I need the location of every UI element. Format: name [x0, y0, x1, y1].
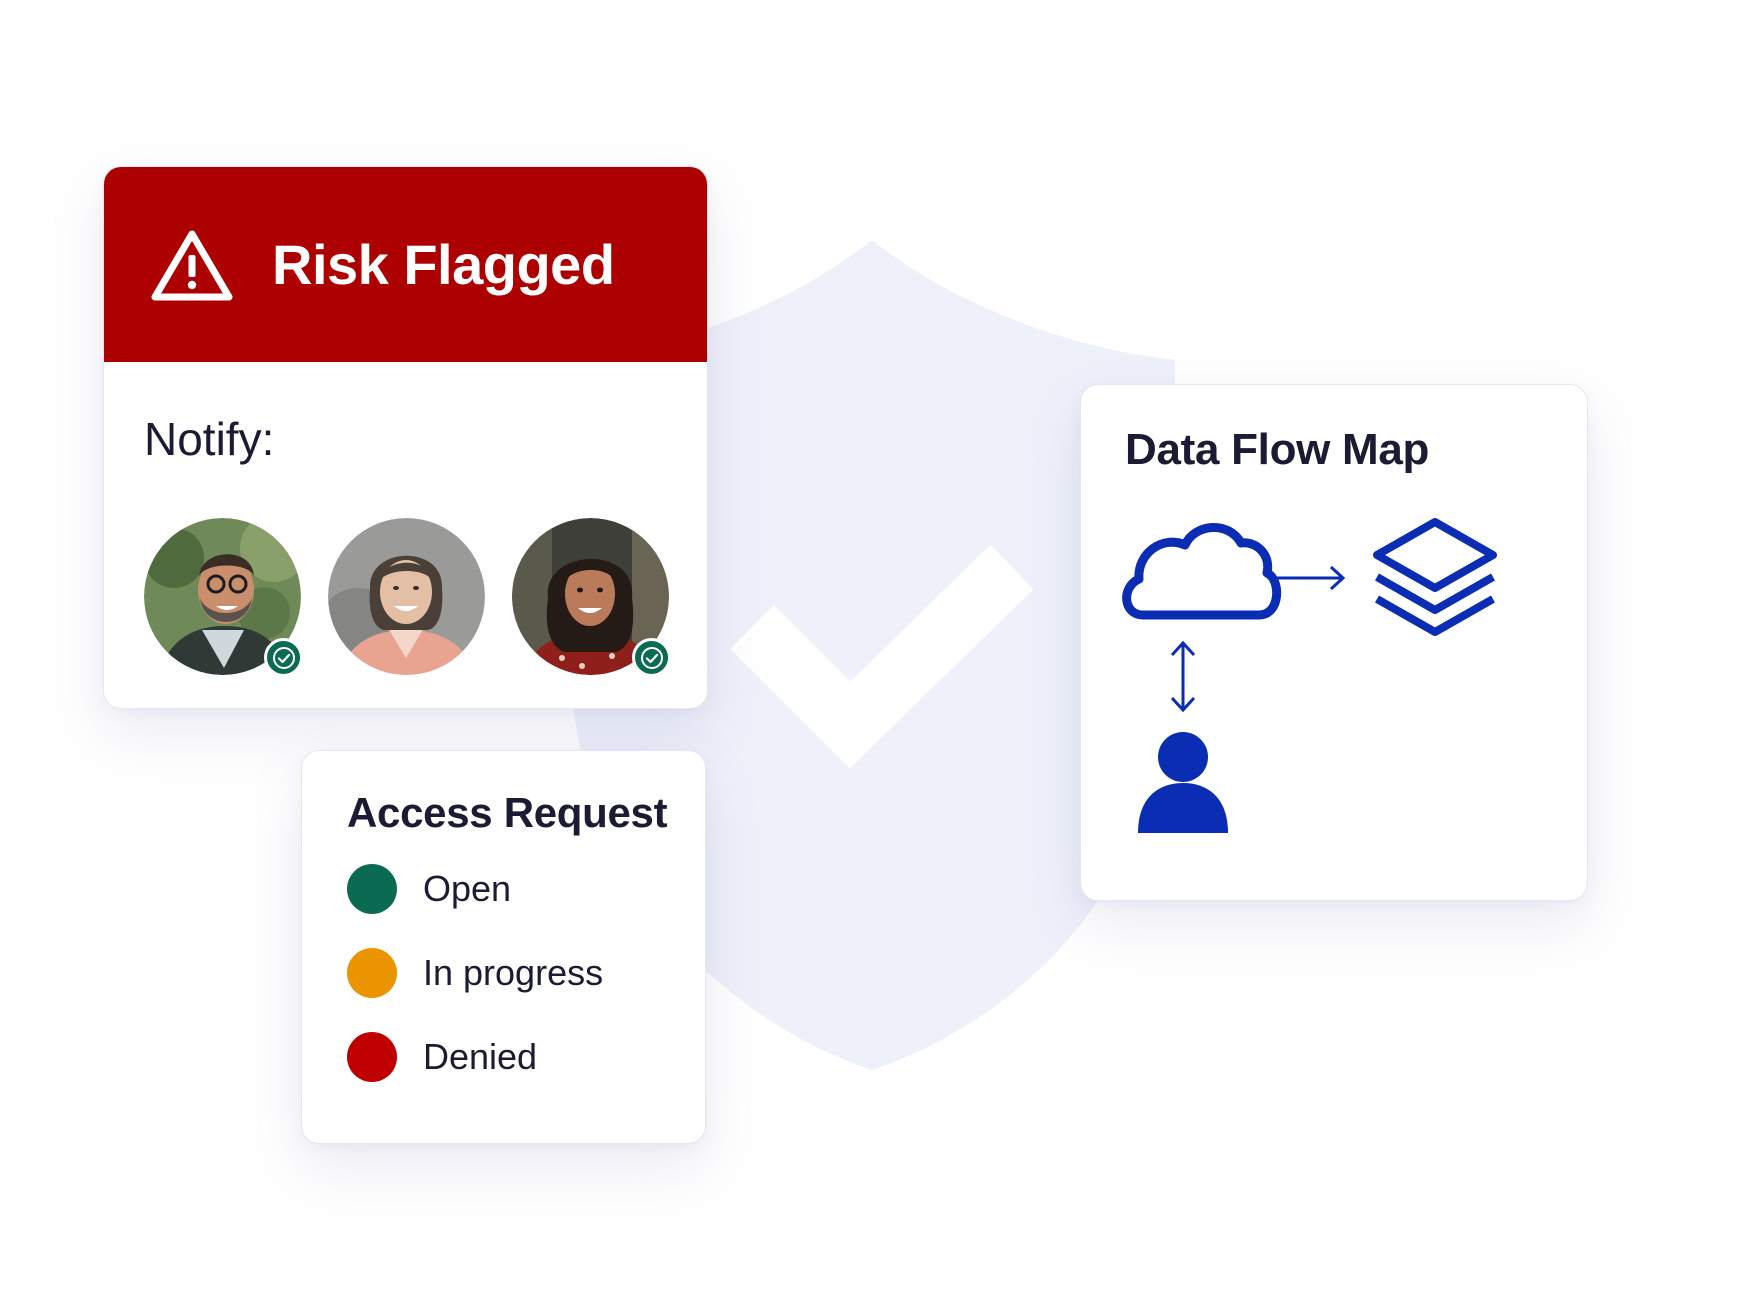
- user-icon: [1138, 732, 1228, 833]
- status-label-denied: Denied: [423, 1036, 538, 1077]
- arrow-updown-icon: [1170, 640, 1196, 713]
- cloud-icon: [1122, 523, 1282, 620]
- status-dot-open: [347, 864, 397, 914]
- risk-flagged-card: Risk Flagged Notify:: [103, 166, 708, 709]
- status-label-open: Open: [423, 868, 512, 909]
- data-flow-map-title: Data Flow Map: [1125, 425, 1430, 474]
- data-flow-diagram: [1122, 518, 1497, 833]
- status-dot-in-progress: [347, 948, 397, 998]
- avatar-woman-curly-hair[interactable]: [512, 518, 671, 677]
- risk-header: Risk Flagged: [104, 167, 707, 362]
- avatar-man-glasses[interactable]: [144, 518, 303, 677]
- status-open: Open: [347, 863, 705, 915]
- check-circle-icon: [632, 638, 671, 677]
- status-denied: Denied: [347, 1031, 705, 1083]
- access-request-card: Access Request Open In progress Denied: [301, 750, 706, 1144]
- layers-icon: [1373, 518, 1497, 636]
- avatar-woman-short-hair[interactable]: [328, 518, 485, 675]
- warning-triangle-icon: [151, 230, 233, 300]
- data-flow-map-card: Data Flow Map: [1080, 384, 1588, 901]
- status-dot-denied: [347, 1032, 397, 1082]
- risk-title: Risk Flagged: [272, 233, 615, 296]
- notify-label: Notify:: [144, 413, 275, 465]
- status-label-in-progress: In progress: [423, 952, 604, 993]
- arrow-right-icon: [1274, 565, 1346, 591]
- status-in-progress: In progress: [347, 947, 705, 999]
- notify-avatars: [144, 518, 671, 677]
- check-circle-icon: [264, 638, 303, 677]
- access-request-title: Access Request: [347, 789, 668, 836]
